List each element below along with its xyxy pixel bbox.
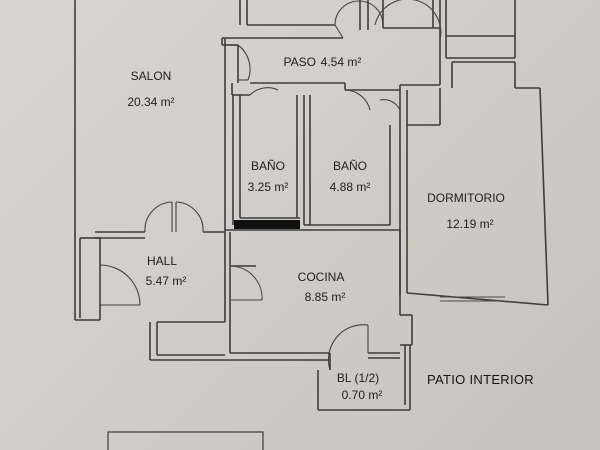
outer-walls xyxy=(74,0,330,361)
bano2-name: BAÑO xyxy=(333,159,367,173)
door-swings xyxy=(99,0,442,371)
cocina-name: COCINA xyxy=(298,270,345,284)
paso-walls xyxy=(231,45,440,125)
dormitorio-area: 12.19 m² xyxy=(446,217,493,231)
paso-name: PASO xyxy=(284,55,316,69)
cocina-area: 8.85 m² xyxy=(305,290,346,304)
bottom-outline xyxy=(107,431,264,450)
bano1-name: BAÑO xyxy=(251,159,285,173)
hall-name: HALL xyxy=(147,254,177,268)
bano1-walls xyxy=(232,95,305,225)
bl-area: 0.70 m² xyxy=(342,388,383,402)
salon-area: 20.34 m² xyxy=(127,95,174,109)
top-walls xyxy=(221,0,549,306)
bl-name: BL (1/2) xyxy=(337,371,379,385)
bano2-area: 4.88 m² xyxy=(330,180,371,194)
salon-hall-walls xyxy=(95,38,256,353)
dormitorio-name: DORMITORIO xyxy=(427,191,505,205)
black-bar xyxy=(234,220,300,229)
bano1-area: 3.25 m² xyxy=(248,180,289,194)
hall-area: 5.47 m² xyxy=(146,274,187,288)
room-labels: SALON 20.34 m² PASO 4.54 m² BAÑO 3.25 m²… xyxy=(127,55,534,402)
bano2-walls xyxy=(225,95,400,231)
paso-area: 4.54 m² xyxy=(321,55,362,69)
patio-interior-label: PATIO INTERIOR xyxy=(427,372,534,387)
salon-name: SALON xyxy=(131,69,172,83)
cocina-bl-walls xyxy=(230,230,413,411)
